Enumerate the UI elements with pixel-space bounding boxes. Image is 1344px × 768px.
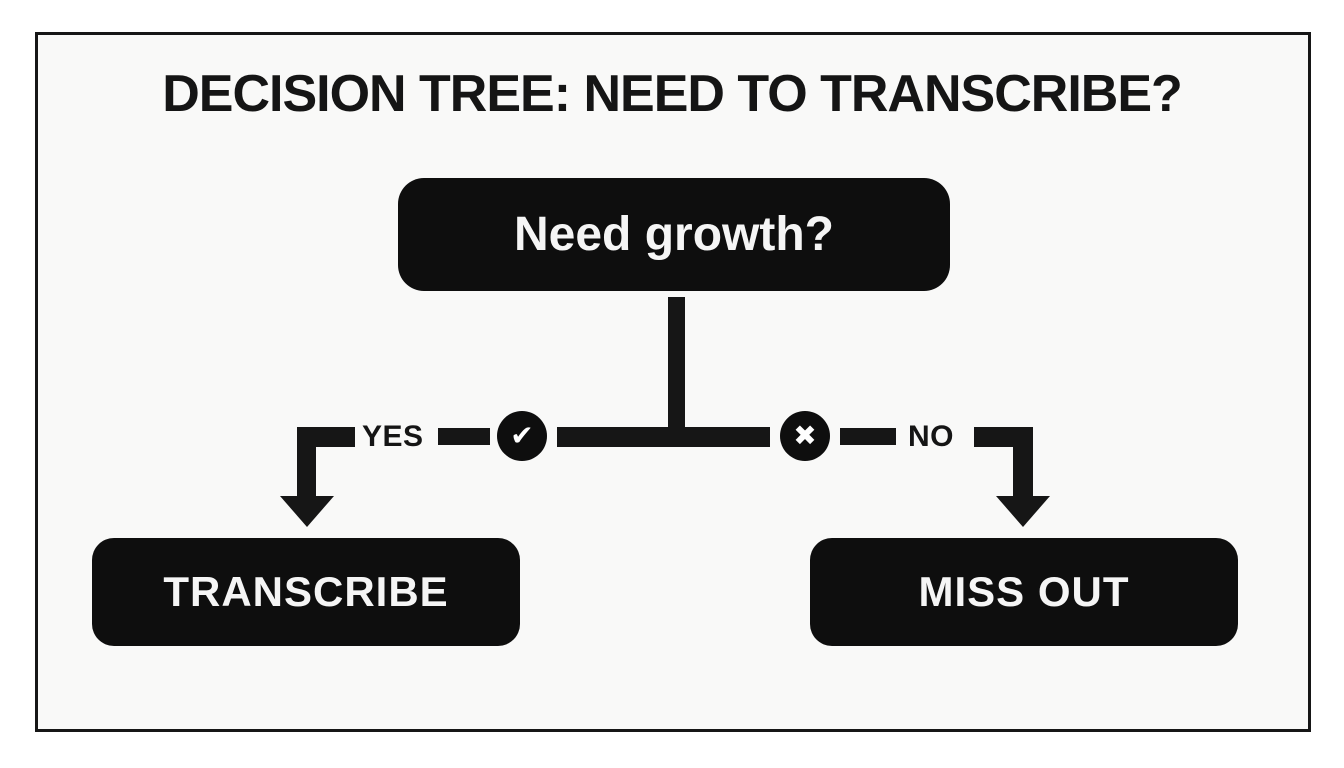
no-elbow-vertical [1013, 427, 1033, 499]
no-branch-label: NO [908, 420, 954, 453]
miss-out-node: MISS OUT [810, 538, 1238, 646]
x-icon-glyph: ✖ [793, 419, 817, 452]
root-node-label: Need growth? [514, 208, 834, 261]
x-icon: ✖ [780, 411, 830, 461]
yes-elbow-vertical [297, 427, 316, 499]
check-icon-glyph: ✔ [510, 419, 534, 452]
no-arrowhead-icon [996, 496, 1050, 527]
check-icon: ✔ [497, 411, 547, 461]
miss-out-node-label: MISS OUT [918, 568, 1130, 615]
root-stem-line [668, 297, 685, 428]
no-dash-line [840, 428, 896, 445]
transcribe-node: TRANSCRIBE [92, 538, 520, 646]
yes-dash-line [438, 428, 490, 445]
branch-horizontal-line [557, 427, 770, 447]
yes-arrowhead-icon [280, 496, 334, 527]
yes-branch-label: YES [362, 420, 424, 453]
root-node-need-growth: Need growth? [398, 178, 950, 291]
transcribe-node-label: TRANSCRIBE [163, 568, 449, 615]
diagram-title: DECISION TREE: NEED TO TRANSCRIBE? [162, 65, 1183, 123]
